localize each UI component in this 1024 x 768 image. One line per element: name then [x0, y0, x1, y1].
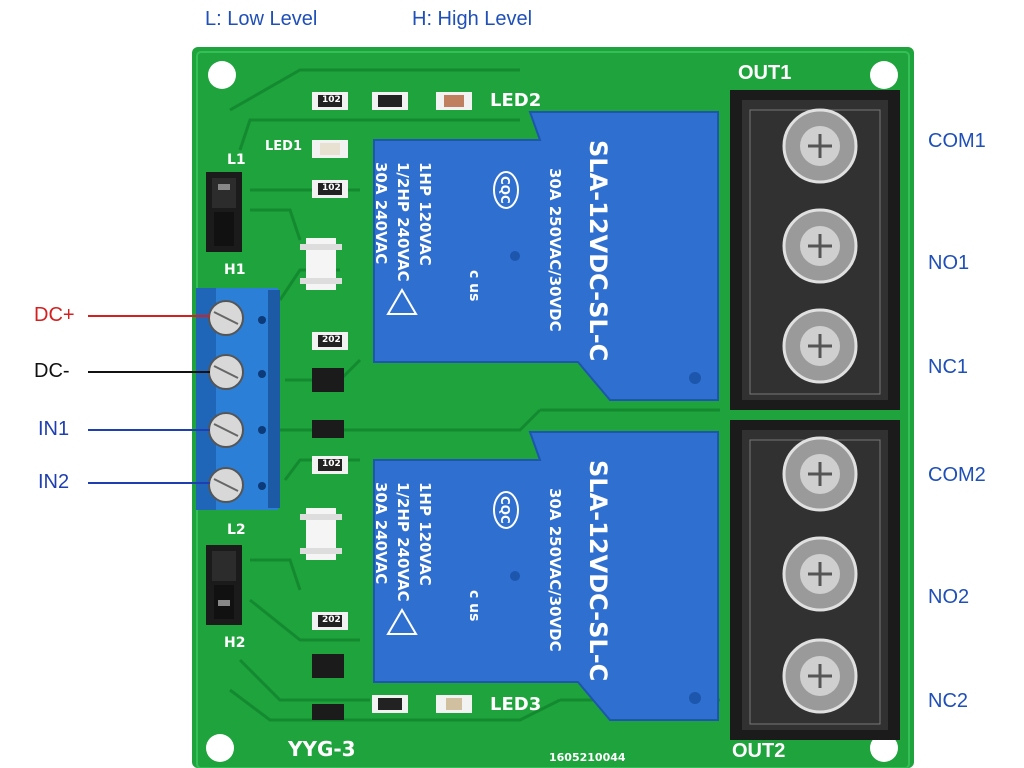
relay-2-cert: CQC — [498, 496, 512, 524]
relay-1-rating2: 1HP 120VAC — [416, 162, 434, 266]
resistor-code: 102 — [322, 95, 341, 105]
legend-low: L: Low Level — [205, 8, 318, 30]
out1-label: OUT1 — [738, 62, 792, 84]
h1-label: H1 — [224, 262, 246, 278]
terminal-label-no2: NO2 — [928, 586, 970, 608]
terminal-label-nc1: NC1 — [928, 356, 969, 378]
board-serial: 1605210044 — [549, 751, 626, 764]
pin-label-dc-minus: DC- — [34, 360, 70, 382]
terminal-label-com1: COM1 — [928, 130, 986, 152]
board-model: YYG-3 — [288, 737, 356, 761]
l2-label: L2 — [227, 522, 246, 538]
terminal-label-com2: COM2 — [928, 464, 986, 486]
legend-high: H: High Level — [412, 8, 533, 30]
h2-label: H2 — [224, 635, 246, 651]
led2-label: LED2 — [490, 90, 542, 111]
resistor-code: 202 — [322, 615, 341, 625]
relay-2-rating1: 30A 250VAC/30VDC — [546, 488, 564, 652]
relay-1-rating4: 30A 240VAC — [372, 162, 390, 264]
terminal-screws-out — [782, 108, 858, 714]
led3-label: LED3 — [490, 694, 542, 715]
l1-label: L1 — [227, 152, 246, 168]
relay-2-ul: c us — [466, 590, 482, 621]
relay-1-rating3: 1/2HP 240VAC — [394, 162, 412, 282]
relay-1-cert: CQC — [498, 176, 512, 204]
resistor-code: 202 — [322, 335, 341, 345]
resistor-code: 102 — [322, 183, 341, 193]
pin-label-in1: IN1 — [38, 418, 70, 440]
relay-1-rating1: 30A 250VAC/30VDC — [546, 168, 564, 332]
relay-2-rating3: 1/2HP 240VAC — [394, 482, 412, 602]
terminal-label-no1: NO1 — [928, 252, 970, 274]
relay-2 — [373, 431, 719, 721]
relay-1 — [373, 111, 719, 401]
out2-label: OUT2 — [732, 740, 786, 762]
relay-2-model: SLA-12VDC-SL-C — [584, 460, 612, 681]
terminal-label-nc2: NC2 — [928, 690, 969, 712]
pin-leaders — [88, 315, 210, 484]
jumper-2 — [206, 545, 242, 625]
relay-2-rating4: 30A 240VAC — [372, 482, 390, 584]
led1-label: LED1 — [265, 139, 303, 154]
relay-1-ul: c us — [466, 270, 482, 301]
relay-1-model: SLA-12VDC-SL-C — [584, 140, 612, 361]
pin-label-in2: IN2 — [38, 471, 70, 493]
pin-label-dc-plus: DC+ — [34, 304, 75, 326]
mounting-holes — [206, 61, 898, 762]
jumper-1 — [206, 172, 242, 252]
resistor-code: 102 — [322, 459, 341, 469]
relay-2-rating2: 1HP 120VAC — [416, 482, 434, 586]
smd-components — [300, 92, 472, 720]
